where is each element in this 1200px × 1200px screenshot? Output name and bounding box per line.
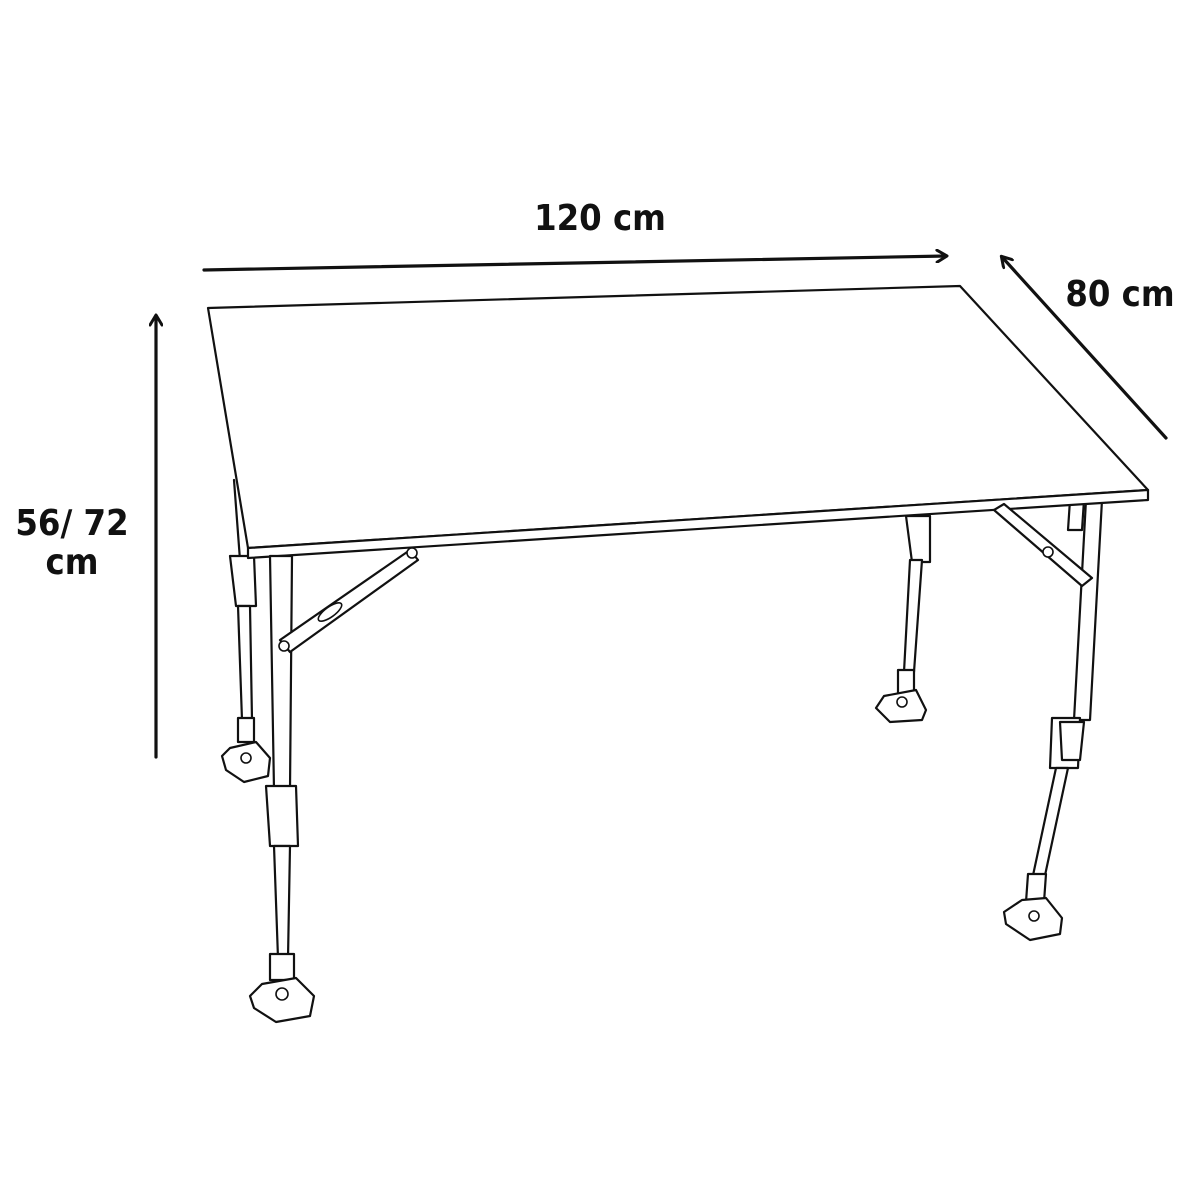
width-arrow: [202, 256, 946, 272]
back-left-leg: [220, 478, 272, 784]
depth-label: 80 cm: [1065, 274, 1174, 315]
height-label-line2: cm: [46, 542, 99, 583]
height-label-line1: 56/ 72: [15, 503, 128, 544]
back-right-leg: [1002, 498, 1104, 942]
front-right-leg: [874, 514, 932, 724]
tabletop: [206, 284, 1150, 560]
table-illustration: [206, 284, 1150, 1024]
front-left-leg: [248, 554, 316, 1024]
width-label: 120 cm: [534, 198, 666, 239]
back-right-brace: [992, 502, 1094, 588]
front-left-brace: [278, 547, 420, 654]
depth-arrow: [1002, 257, 1168, 440]
